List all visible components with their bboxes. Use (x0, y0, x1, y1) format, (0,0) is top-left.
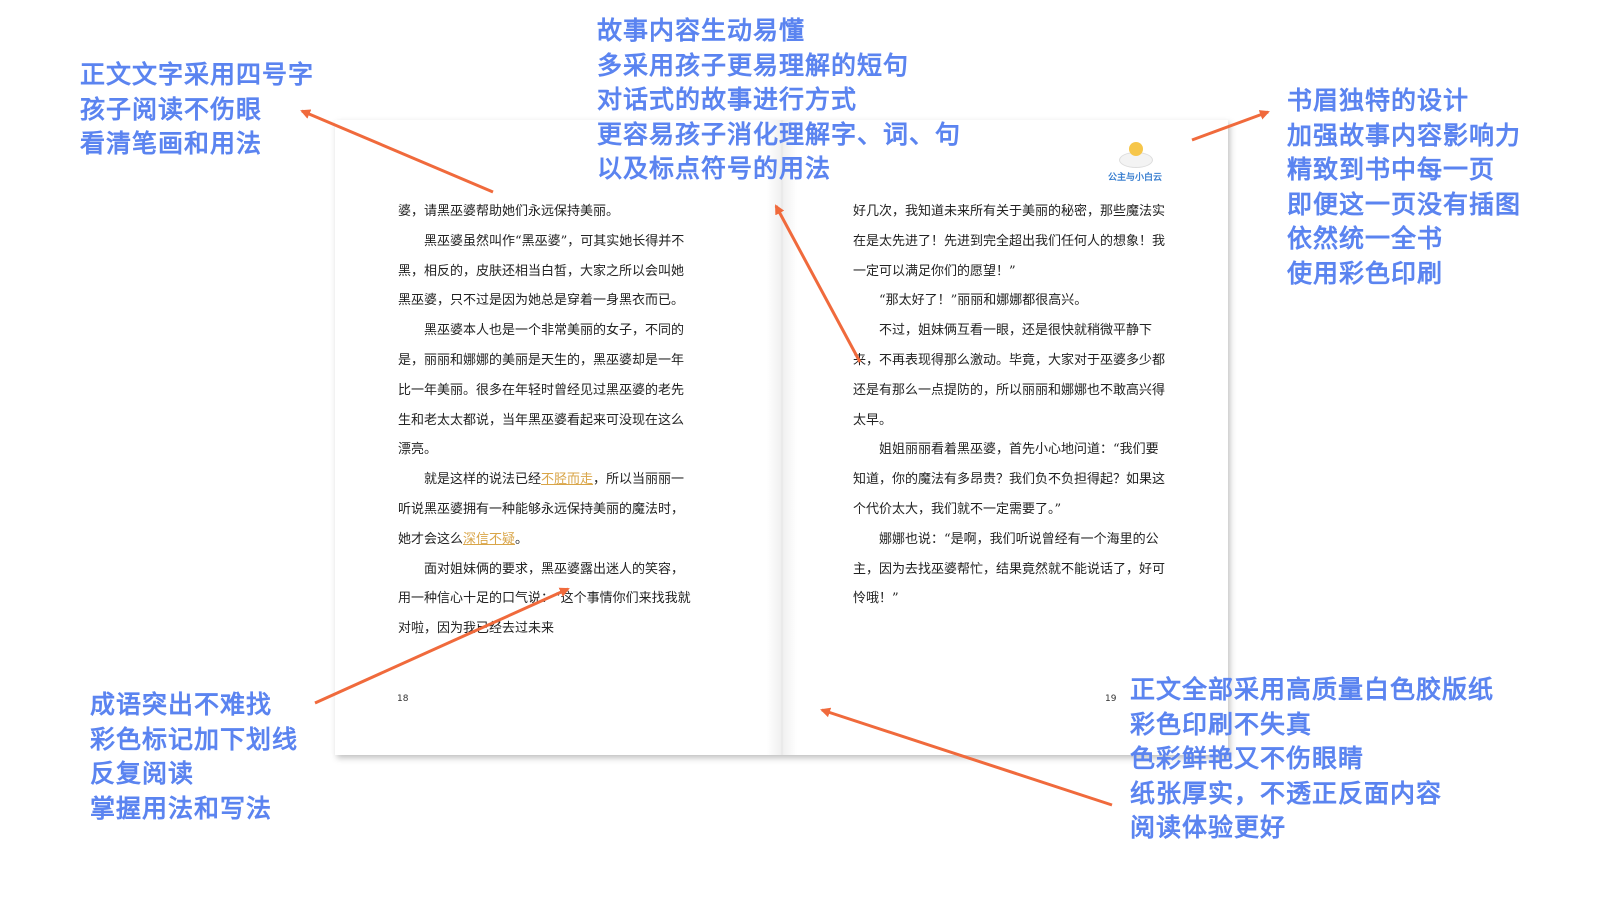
right-page-text: 好几次，我知道未来所有关于美丽的秘密，那些魔法实在是太先进了！先进到完全超出我们… (853, 197, 1168, 614)
arrow-icon (774, 204, 862, 363)
annotation-line: 对话式的故事进行方式 (597, 85, 858, 114)
annotation-line: 加强故事内容影响力 (1287, 120, 1522, 150)
cloud-princess-icon (1115, 142, 1155, 168)
idiom-highlight: 不胫而走 (541, 472, 594, 488)
paragraph: 婆，请黑巫婆帮助她们永远保持美丽。 (398, 204, 620, 219)
annotation-line: 正文文字采用四号字 (80, 60, 315, 89)
annotation-line: 即便这一页没有插图 (1287, 189, 1522, 219)
annotation-line: 以及标点符号的用法 (597, 154, 832, 183)
paragraph: 姐姐丽丽看着黑巫婆，首先小心地问道：“我们要知道，你的魔法有多昂贵？我们负不负担… (853, 442, 1166, 517)
text: ，所以当丽丽一听说黑巫婆拥有一种能够永远保持美丽的魔法时，她才会这么 (398, 472, 685, 547)
annotation-line: 精致到书中每一页 (1287, 155, 1496, 184)
paragraph: 黑巫婆虽然叫作“黑巫婆”，可其实她长得并不黑，相反的，皮肤还相当白皙，大家之所以… (398, 233, 685, 309)
paragraph: 黑巫婆本人也是一个非常美丽的女子，不同的是，丽丽和娜娜的美丽是天生的，黑巫婆却是… (398, 323, 685, 458)
arrow-icon (314, 587, 570, 705)
paragraph: 好几次，我知道未来所有关于美丽的秘密，那些魔法实在是太先进了！先进到完全超出我们… (853, 204, 1166, 279)
text: 。 (515, 531, 529, 547)
annotation-line: 纸张厚实，不透正反面内容 (1130, 778, 1443, 808)
annotation-line: 更容易孩子消化理解字、词、句 (597, 119, 962, 149)
page-number-right: 19 (1105, 694, 1117, 704)
arrow-icon (820, 707, 1113, 807)
paragraph: 不过，姐妹俩互看一眼，还是很快就稍微平静下来，不再表现得那么激动。毕竟，大家对于… (853, 323, 1166, 428)
annotation-line: 正文全部采用高质量白色胶版纸 (1130, 675, 1495, 704)
annotation-line: 看清笔画和用法 (80, 129, 263, 158)
annotation-line: 反复阅读 (90, 759, 195, 788)
header-logo-text: 公主与小白云 (1107, 173, 1162, 183)
paragraph-with-idioms: 就是这样的说法已经不胫而走，所以当丽丽一听说黑巫婆拥有一种能够永远保持美丽的魔法… (398, 465, 693, 554)
book-spread: 婆，请黑巫婆帮助她们永远保持美丽。 黑巫婆虽然叫作“黑巫婆”，可其实她长得并不黑… (335, 120, 1228, 755)
annotation-line: 孩子阅读不伤眼 (80, 94, 263, 124)
annotation-line: 阅读体验更好 (1130, 813, 1287, 842)
annotation-line: 故事内容生动易懂 (597, 16, 806, 45)
annotation-line: 依然统一全书 (1287, 224, 1444, 253)
annotation-line: 彩色标记加下划线 (90, 724, 299, 754)
annotation-font-size: 正文文字采用四号字 孩子阅读不伤眼 看清笔画和用法 (80, 58, 314, 162)
page-number-left: 18 (397, 694, 409, 704)
annotation-line: 多采用孩子更易理解的短句 (597, 50, 910, 80)
text: 就是这样的说法已经 (424, 472, 542, 488)
annotation-line: 色彩鲜艳又不伤眼睛 (1130, 744, 1365, 773)
annotation-idioms: 成语突出不难找 彩色标记加下划线 反复阅读 掌握用法和写法 (90, 688, 298, 826)
annotation-line: 成语突出不难找 (90, 690, 273, 719)
left-page-text: 婆，请黑巫婆帮助她们永远保持美丽。 黑巫婆虽然叫作“黑巫婆”，可其实她长得并不黑… (398, 197, 693, 644)
paragraph: “那太好了！”丽丽和娜娜都很高兴。 (879, 293, 1088, 309)
arrow-icon (300, 109, 494, 194)
book-gutter (767, 120, 797, 755)
paragraph: 娜娜也说：“是啊，我们听说曾经有一个海里的公主，因为去找巫婆帮忙，结果竟然就不能… (853, 531, 1166, 607)
annotation-paper: 正文全部采用高质量白色胶版纸 彩色印刷不失真 色彩鲜艳又不伤眼睛 纸张厚实，不透… (1130, 673, 1494, 846)
annotation-line: 使用彩色印刷 (1287, 258, 1444, 288)
annotation-story: 故事内容生动易懂 多采用孩子更易理解的短句 对话式的故事进行方式 更容易孩子消化… (597, 14, 961, 187)
idiom-highlight: 深信不疑 (463, 531, 516, 547)
annotation-line: 书眉独特的设计 (1287, 86, 1470, 115)
header-logo: 公主与小白云 (1100, 142, 1170, 183)
arrow-icon (1191, 110, 1270, 142)
annotation-header-design: 书眉独特的设计 加强故事内容影响力 精致到书中每一页 即便这一页没有插图 依然统… (1287, 84, 1521, 291)
annotation-line: 彩色印刷不失真 (1130, 709, 1313, 739)
annotation-line: 掌握用法和写法 (90, 793, 273, 823)
